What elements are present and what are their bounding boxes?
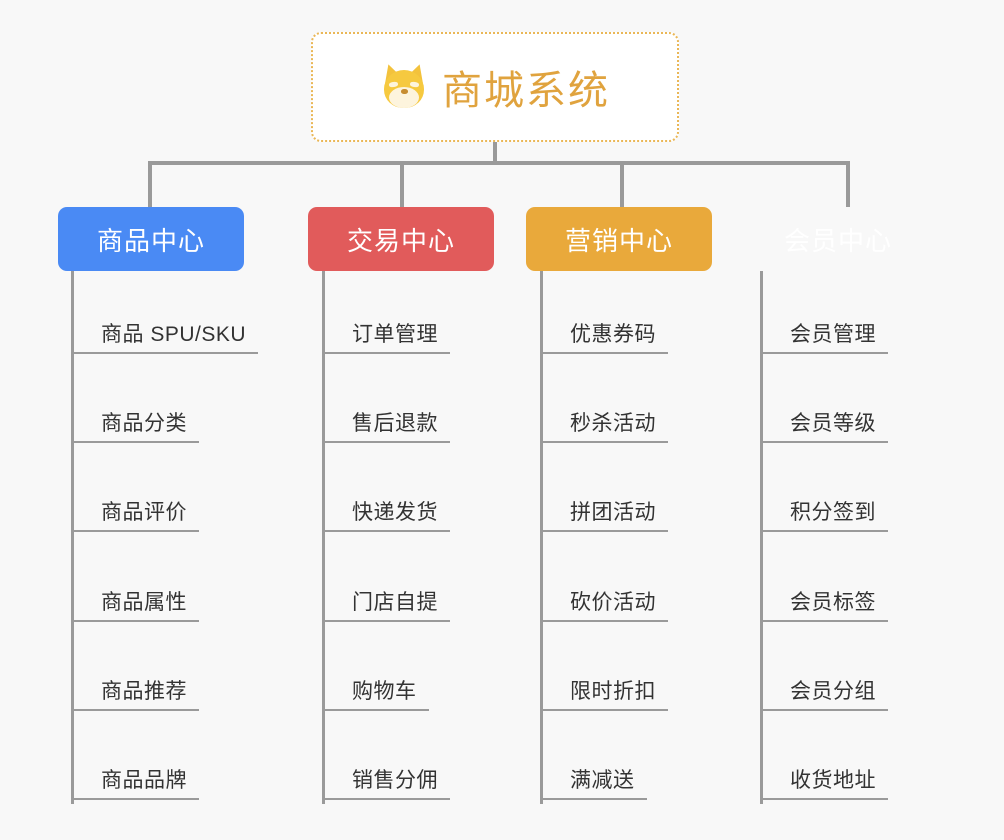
connector-root-stem <box>493 142 497 163</box>
leaf-item-label: 满减送 <box>570 769 635 792</box>
leaf-item-underline <box>540 620 668 622</box>
leaf-item-label: 门店自提 <box>352 591 438 614</box>
leaf-item-label: 会员分组 <box>790 680 876 703</box>
leaf-item-underline <box>71 620 199 622</box>
leaf-item-underline <box>540 441 668 443</box>
leaf-item-underline <box>540 352 668 354</box>
leaf-item-label: 积分签到 <box>790 501 876 524</box>
root-title: 商城系统 <box>442 69 610 113</box>
leaf-item-underline <box>322 709 429 711</box>
leaf-item-label: 购物车 <box>352 680 417 703</box>
leaf-item-underline <box>760 530 888 532</box>
leaf-item-underline <box>760 709 888 711</box>
leaf-item-label: 商品 SPU/SKU <box>101 323 247 346</box>
leaf-item-label: 收货地址 <box>790 769 876 792</box>
category-label: 商品中心 <box>96 225 205 256</box>
connector-spine-marketing-center <box>540 271 543 804</box>
leaf-item-label: 销售分佣 <box>352 769 438 792</box>
category-box-product-center[interactable]: 商品中心 <box>58 207 244 271</box>
leaf-item-underline <box>540 798 647 800</box>
leaf-item-underline <box>71 530 199 532</box>
leaf-item-underline <box>322 620 450 622</box>
leaf-item-label: 限时折扣 <box>570 680 656 703</box>
leaf-item-label: 会员管理 <box>790 323 876 346</box>
leaf-item-label: 商品属性 <box>101 591 187 614</box>
category-label: 交易中心 <box>346 225 455 256</box>
connector-drop-product-center <box>148 161 152 207</box>
connector-horizontal-bus <box>148 161 848 165</box>
category-label: 会员中心 <box>783 225 892 256</box>
leaf-item-label: 优惠券码 <box>570 323 656 346</box>
leaf-item-label: 商品品牌 <box>101 769 187 792</box>
leaf-item-underline <box>322 352 450 354</box>
connector-spine-trade-center <box>322 271 325 804</box>
leaf-item-label: 拼团活动 <box>570 501 656 524</box>
category-box-member-center[interactable]: 会员中心 <box>745 207 931 271</box>
leaf-item-label: 砍价活动 <box>570 591 656 614</box>
leaf-item-underline <box>540 530 668 532</box>
leaf-item-label: 快递发货 <box>352 501 438 524</box>
leaf-item-label: 秒杀活动 <box>570 412 656 435</box>
leaf-item-underline <box>71 352 258 354</box>
category-label: 营销中心 <box>564 225 673 256</box>
leaf-item-underline <box>760 798 888 800</box>
leaf-item-underline <box>760 620 888 622</box>
leaf-item-underline <box>322 530 450 532</box>
leaf-item-label: 会员标签 <box>790 591 876 614</box>
leaf-item-label: 订单管理 <box>352 323 438 346</box>
leaf-item-label: 商品推荐 <box>101 680 187 703</box>
leaf-item-underline <box>540 709 668 711</box>
connector-drop-member-center <box>846 161 850 207</box>
category-box-trade-center[interactable]: 交易中心 <box>308 207 494 271</box>
leaf-item-underline <box>322 441 450 443</box>
connector-spine-product-center <box>71 271 74 804</box>
root-node[interactable]: 商城系统 <box>311 32 679 142</box>
connector-drop-trade-center <box>400 161 404 207</box>
leaf-item-underline <box>760 441 888 443</box>
leaf-item-underline <box>71 709 199 711</box>
leaf-item-label: 会员等级 <box>790 412 876 435</box>
leaf-item-underline <box>71 441 199 443</box>
leaf-item-underline <box>322 798 450 800</box>
leaf-item-label: 商品评价 <box>101 501 187 524</box>
shiba-dog-icon <box>379 61 429 111</box>
category-box-marketing-center[interactable]: 营销中心 <box>526 207 712 271</box>
leaf-item-label: 商品分类 <box>101 412 187 435</box>
leaf-item-underline <box>71 798 199 800</box>
leaf-item-label: 售后退款 <box>352 412 438 435</box>
leaf-item-underline <box>760 352 888 354</box>
connector-spine-member-center <box>760 271 763 804</box>
connector-drop-marketing-center <box>620 161 624 207</box>
